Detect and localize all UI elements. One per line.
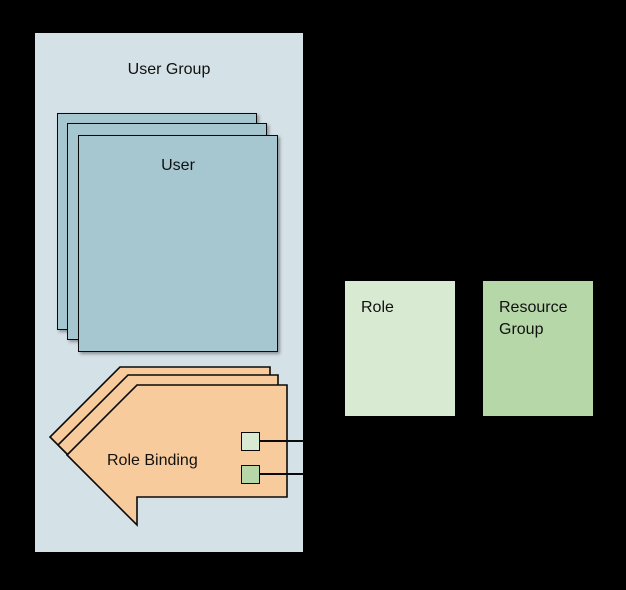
role-binding-arrow-front[interactable] [65, 384, 288, 527]
role-binding-stack[interactable]: Role Binding [48, 366, 288, 527]
role-binding-to-resource-group-connector [259, 473, 304, 475]
resource-group-box[interactable]: Resource Group [483, 281, 593, 416]
user-label: User [161, 157, 195, 174]
user-stack[interactable]: User [57, 113, 281, 354]
user-card-front[interactable] [78, 135, 278, 352]
role-binding-to-role-connector [259, 440, 304, 442]
user-group-title: User Group [127, 61, 211, 78]
role-box[interactable]: Role [345, 281, 455, 416]
role-binding-label: Role Binding [107, 452, 198, 469]
resource-group-port-square[interactable] [241, 465, 260, 484]
role-port-square[interactable] [241, 432, 260, 451]
